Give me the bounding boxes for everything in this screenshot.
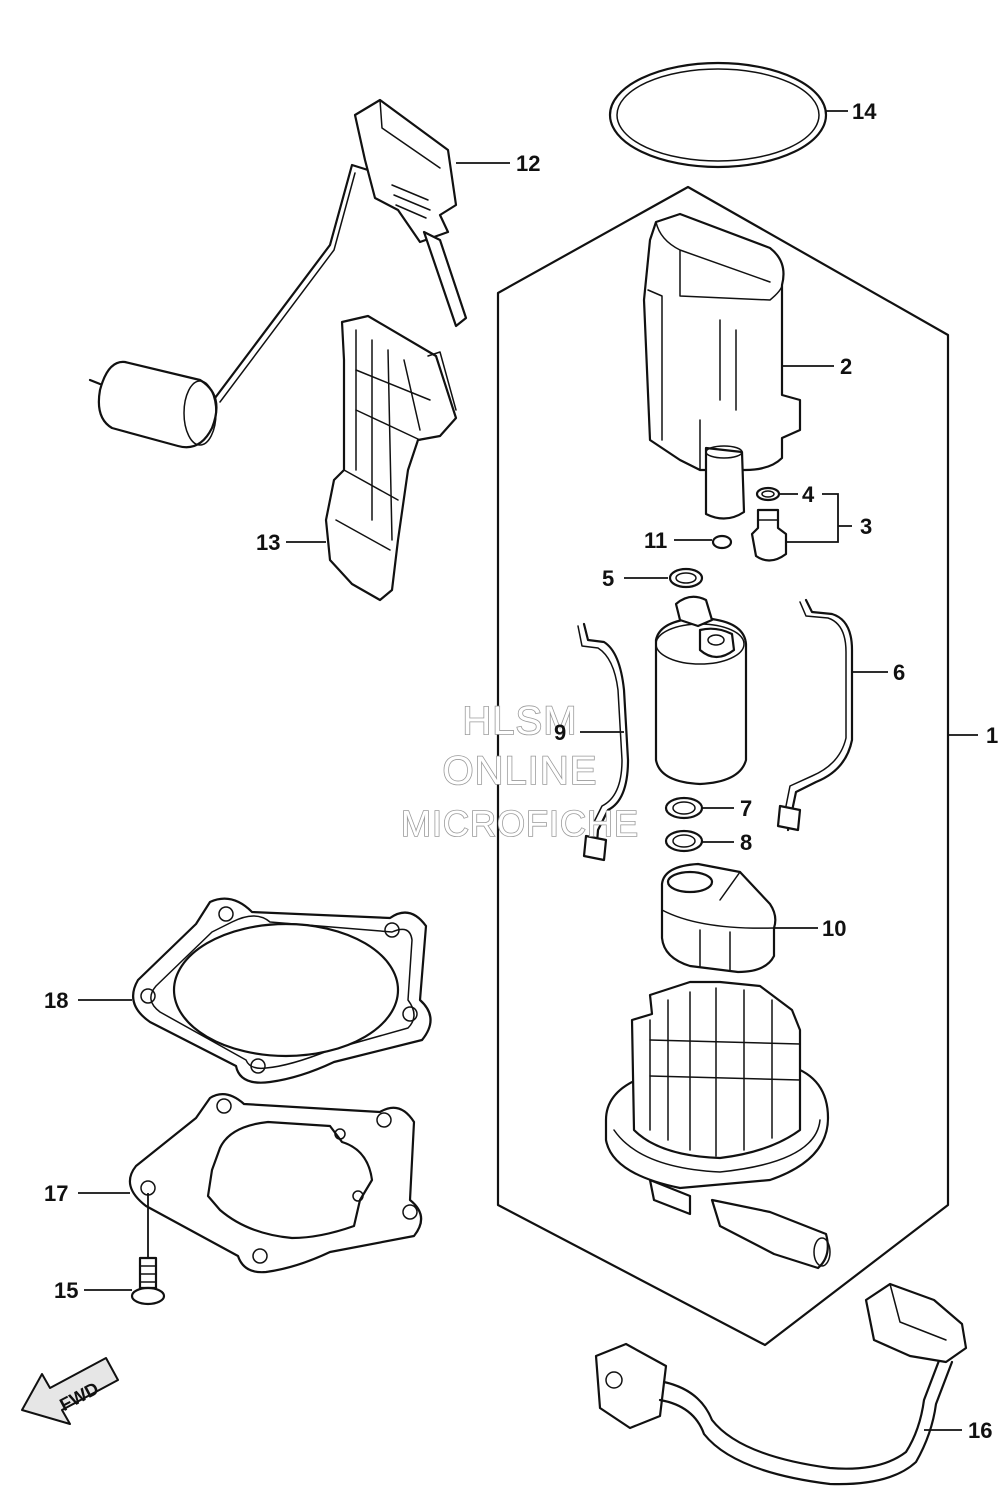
leader-lines xyxy=(78,110,978,1431)
watermark-line-1: HLSM xyxy=(462,699,577,743)
part-12-fuel-level-sender xyxy=(88,98,468,449)
part-16-wire-harness xyxy=(594,1282,968,1486)
part-3-pressure-regulator xyxy=(750,508,788,562)
callout-3: 3 xyxy=(860,514,872,539)
part-5-o-ring xyxy=(668,567,704,589)
part-4-small-o-ring xyxy=(755,486,781,502)
callout-16: 16 xyxy=(968,1418,992,1443)
callout-12: 12 xyxy=(516,151,540,176)
part-13-bracket xyxy=(324,314,458,602)
callout-14: 14 xyxy=(852,99,877,124)
callout-2: 2 xyxy=(840,354,852,379)
part-17-plate xyxy=(128,1093,423,1274)
callout-1: 1 xyxy=(986,723,998,748)
part-8-o-ring xyxy=(664,829,704,853)
callout-17: 17 xyxy=(44,1181,68,1206)
pump-base-flange xyxy=(604,980,831,1270)
callout-4: 4 xyxy=(802,482,815,507)
callout-6: 6 xyxy=(893,660,905,685)
watermark: HLSM ONLINE MICROFICHE xyxy=(400,698,639,845)
part-11-small-o-ring xyxy=(711,534,733,550)
part-9-fuel-pump xyxy=(654,595,748,786)
callout-18: 18 xyxy=(44,988,68,1013)
callout-11: 11 xyxy=(644,528,667,553)
part-15-screw xyxy=(130,1256,166,1306)
part-18-gasket xyxy=(132,897,432,1084)
callout-9: 9 xyxy=(554,720,566,745)
callout-13: 13 xyxy=(256,530,280,555)
callout-5: 5 xyxy=(602,566,614,591)
part-10-pump-holder xyxy=(660,862,777,974)
callout-8: 8 xyxy=(740,830,752,855)
callout-15: 15 xyxy=(54,1278,78,1303)
part-7-o-ring xyxy=(664,796,704,820)
callout-labels: 1 2 3 4 5 6 7 8 9 10 11 12 13 14 15 16 1… xyxy=(44,99,998,1443)
watermark-line-2: ONLINE xyxy=(443,749,598,793)
part-6-wire-clip-right xyxy=(776,598,854,832)
assembly-outline xyxy=(496,185,950,1347)
callout-10: 10 xyxy=(822,916,846,941)
part-14-o-ring xyxy=(608,61,828,169)
callout-7: 7 xyxy=(740,796,752,821)
fwd-direction-arrow: FWD xyxy=(21,1357,119,1425)
part-2-pump-housing xyxy=(642,212,802,520)
wire-clip-left xyxy=(577,622,630,862)
watermark-line-3: MICROFICHE xyxy=(401,803,639,844)
